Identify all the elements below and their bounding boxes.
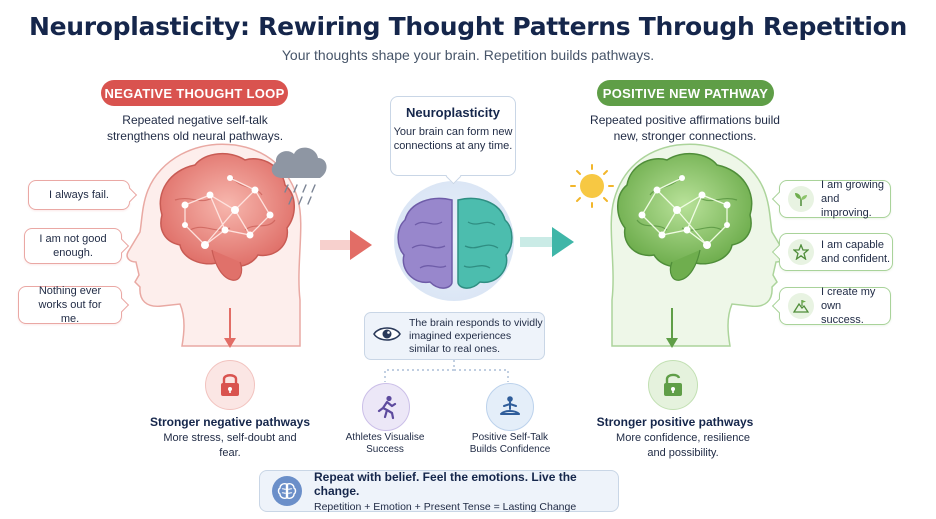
neuroplasticity-card: Neuroplasticity Your brain can form new …	[390, 96, 516, 185]
negative-thought-text: I am not good enough.	[39, 233, 107, 259]
positive-affirmation-bubble: I am capable and confident.	[771, 233, 893, 271]
positive-affirmation-bubble: I create my own success.	[771, 286, 891, 326]
imagination-box: The brain responds to vividly imagined e…	[364, 312, 545, 360]
positive-description: Repeated positive affirmations build new…	[590, 113, 780, 143]
page-subtitle: Your thoughts shape your brain. Repetiti…	[281, 47, 655, 63]
dotted-connectors	[384, 360, 509, 382]
mountain-flag-icon	[788, 293, 814, 319]
arrow-down-negative	[224, 308, 236, 348]
positive-affirmation-text: I am capable and confident.	[821, 239, 891, 265]
positive-affirmation-text: I am growing and improving.	[821, 179, 884, 219]
negative-label: NEGATIVE THOUGHT LOOP	[101, 80, 288, 106]
neuroplasticity-title: Neuroplasticity	[406, 105, 500, 120]
negative-thought-bubble: Nothing ever works out for me.	[18, 285, 130, 325]
unlocked-padlock-glyph	[664, 373, 682, 396]
unlocked-padlock-icon	[648, 360, 698, 410]
negative-description: Repeated negative self-talk strengthens …	[106, 113, 284, 143]
brain-icon	[272, 476, 302, 506]
arrow-center-to-positive	[520, 227, 574, 257]
example-label-athletes: Athletes Visualise Success	[345, 432, 425, 455]
negative-thought-bubble: I always fail.	[28, 180, 138, 210]
positive-outcome-description: More confidence, resilience and possibil…	[616, 432, 750, 459]
negative-outcome-description: More stress, self-doubt and fear.	[163, 432, 297, 459]
meditation-glyph	[500, 396, 520, 415]
eye-icon	[373, 324, 401, 349]
neuroplasticity-description: Your brain can form new connections at a…	[393, 126, 513, 152]
footer-headline: Repeat with belief. Feel the emotions. L…	[314, 469, 577, 498]
rain-cloud-icon	[271, 147, 327, 205]
sprout-icon	[788, 186, 814, 212]
locked-padlock-icon	[205, 360, 255, 410]
positive-affirmation-text: I create my own success.	[821, 286, 876, 326]
sun-icon	[570, 164, 614, 208]
runner-icon	[362, 383, 410, 431]
footer-formula: Repetition + Emotion + Present Tense = L…	[314, 500, 577, 513]
footer-banner: Repeat with belief. Feel the emotions. L…	[259, 469, 619, 513]
positive-outcome-title: Stronger positive pathways	[596, 415, 754, 429]
arrow-down-positive	[666, 308, 678, 348]
arrow-negative-to-center	[320, 230, 372, 260]
negative-brain	[159, 153, 295, 281]
page-title: Neuroplasticity: Rewiring Thought Patter…	[28, 12, 907, 41]
positive-affirmation-bubble: I am growing and improving.	[771, 179, 891, 219]
example-label-self-talk: Positive Self-Talk Builds Confidence	[469, 432, 551, 455]
center-brain	[394, 181, 514, 301]
star-icon	[788, 239, 814, 265]
negative-thought-bubble: I am not good enough.	[24, 228, 130, 264]
positive-brain	[617, 153, 753, 281]
negative-outcome-title: Stronger negative pathways	[149, 415, 311, 429]
positive-label: POSITIVE NEW PATHWAY	[597, 80, 774, 106]
brain-glyph	[277, 483, 297, 499]
runner-glyph	[377, 395, 397, 420]
locked-padlock-glyph	[221, 374, 239, 396]
negative-thought-text: Nothing ever works out for me.	[38, 285, 102, 325]
negative-thought-text: I always fail.	[49, 189, 109, 201]
imagination-text: The brain responds to vividly imagined e…	[409, 316, 543, 355]
meditation-icon	[486, 383, 534, 431]
